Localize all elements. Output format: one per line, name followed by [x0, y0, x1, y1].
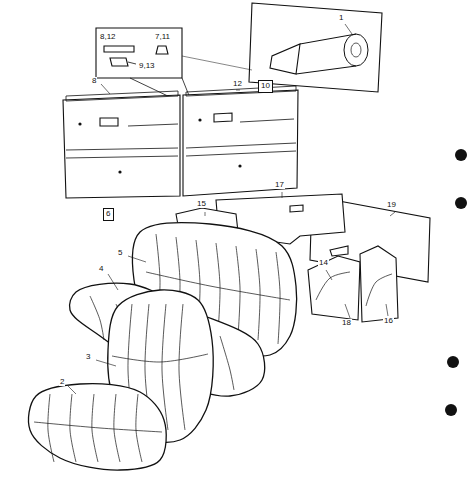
quilt-seam: [162, 304, 168, 430]
carpet-roll-end: [344, 34, 368, 66]
panel-clip: [238, 164, 241, 167]
front-cushion: [28, 384, 166, 470]
door-panel: [63, 95, 180, 198]
door-handle-recess: [100, 118, 118, 126]
armrest-part: [104, 46, 134, 52]
quilt-seam: [112, 354, 208, 362]
panel-seam: [66, 148, 178, 150]
quilt-seam: [179, 304, 185, 430]
door-panel: [183, 90, 298, 196]
callout-number: 8: [91, 77, 97, 85]
armrest-line: [240, 119, 294, 122]
arch-curve: [316, 272, 350, 300]
leader-line: [101, 84, 110, 94]
wheel-arch-panel: [308, 256, 360, 320]
callout-number: 17: [274, 181, 285, 189]
leader-line: [390, 212, 395, 216]
boxed-callout: 6: [103, 208, 114, 221]
carpet-roll-edge: [300, 34, 356, 44]
callout-number: 7,11: [154, 33, 171, 41]
punch-hole: [445, 404, 457, 416]
callout-number: 9,13: [138, 62, 156, 70]
door-handle-recess: [214, 113, 232, 122]
leader-line: [128, 62, 136, 64]
detail-frame: [96, 28, 182, 78]
leader-line: [96, 360, 116, 366]
clip-part: [156, 46, 168, 54]
leader-line: [236, 90, 240, 91]
quilt-seam: [220, 336, 234, 390]
callout-number: 3: [85, 353, 91, 361]
detail-frame: [249, 3, 382, 92]
punch-hole: [447, 356, 459, 368]
leader-line: [108, 274, 118, 290]
carpet-roll-edge: [296, 66, 356, 74]
panel-seam: [186, 143, 296, 148]
callout-number: 14: [318, 259, 329, 267]
quilt-seam: [114, 394, 120, 462]
callout-number: 15: [196, 200, 207, 208]
quilt-seam: [34, 422, 162, 432]
callout-number: 4: [98, 265, 104, 273]
punch-hole: [455, 197, 467, 209]
leader-line: [326, 270, 332, 280]
callout-number: 5: [117, 249, 123, 257]
arch-curve: [366, 274, 392, 306]
quilt-seam: [90, 296, 104, 340]
panel-clip: [118, 170, 121, 173]
leader-line: [345, 304, 350, 318]
leader-line: [68, 386, 76, 394]
leader-line: [205, 212, 206, 216]
quilt-seam: [136, 394, 142, 462]
leader-line: [130, 78, 172, 98]
boxed-callout: 10: [258, 80, 273, 93]
panel-opening: [330, 246, 348, 256]
quilt-seam: [48, 394, 54, 462]
leader-line: [128, 256, 146, 262]
callout-number: 2: [59, 378, 65, 386]
carpet-sheet: [270, 44, 300, 74]
carpet-roll-core: [351, 43, 361, 57]
wheel-arch-panel: [360, 246, 398, 322]
quilt-seam: [70, 394, 76, 462]
callout-number: 16: [383, 317, 394, 325]
panel-clip: [198, 118, 201, 121]
punch-hole: [455, 149, 467, 161]
callout-number: 19: [386, 201, 397, 209]
callout-number: 6: [106, 209, 110, 218]
leader-line: [345, 24, 352, 34]
callout-number: 10: [261, 81, 270, 90]
leader-line: [182, 56, 252, 70]
panel-seam: [186, 151, 296, 156]
window-strip: [66, 91, 178, 101]
callout-number: 1: [338, 14, 344, 22]
panel-clip: [78, 122, 81, 125]
panel-opening: [290, 205, 303, 212]
leader-line: [282, 192, 283, 198]
armrest-line: [128, 124, 178, 126]
leader-line: [386, 304, 388, 316]
panel-seam: [66, 156, 178, 158]
callout-number: 12: [232, 80, 243, 88]
handle-part: [110, 58, 128, 66]
callout-number: 8,12: [99, 33, 117, 41]
callout-number: 18: [341, 319, 352, 327]
